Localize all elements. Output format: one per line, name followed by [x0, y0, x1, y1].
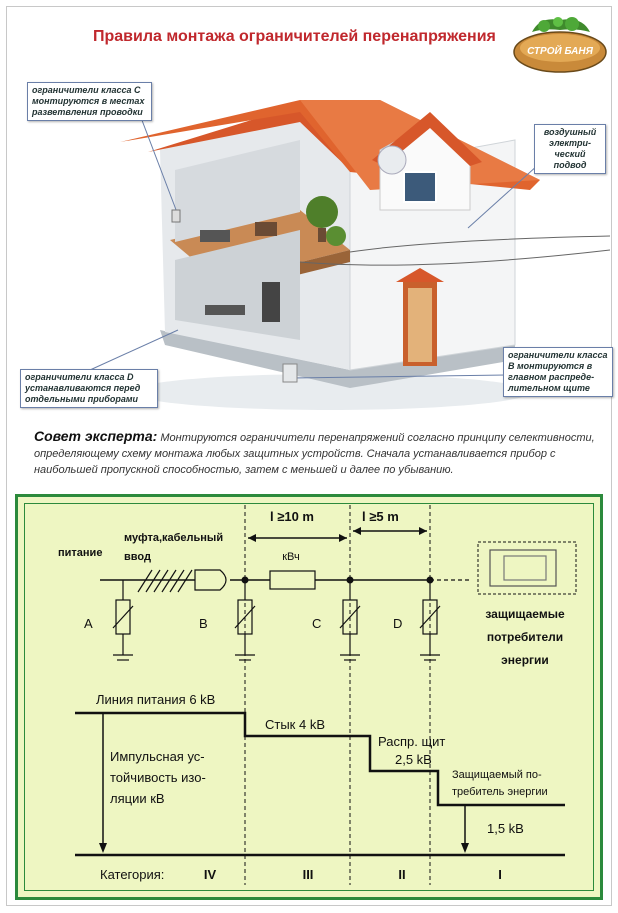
distance-2-label: l ≥5 m	[362, 509, 399, 524]
expert-advice: Совет эксперта: Монтируются ограничители…	[34, 428, 600, 478]
advice-heading: Совет эксперта:	[34, 428, 158, 444]
consumer-label-3: энергии	[501, 653, 549, 667]
point-a: A	[84, 616, 93, 631]
consumer-label-2: потребители	[487, 630, 563, 644]
house-illustration	[89, 100, 611, 410]
consumer-level-2: требитель энергии	[452, 786, 548, 798]
panel-label-1: Распр. щит	[378, 734, 445, 749]
advice-text: Монтируются ограничители перенапряжений …	[34, 432, 595, 476]
consumer-level-3: 1,5 kВ	[487, 821, 524, 836]
page-title: Правила монтажа ограничителей перенапряж…	[93, 28, 496, 45]
logo-text: СТРОЙ БАНЯ	[527, 44, 594, 57]
point-b: B	[199, 616, 208, 631]
point-c: C	[312, 616, 321, 631]
point-d: D	[393, 616, 402, 631]
cable-label-1: муфта,кабельный	[124, 532, 223, 544]
category-label: Категория:	[100, 867, 164, 882]
impulse-label-3: ляции кВ	[110, 791, 165, 806]
callout-overhead: воздушный электри-ческий подвод	[534, 124, 606, 174]
category-ii: II	[398, 867, 405, 882]
callout-class-b: ограничители класса В монтируются в глав…	[503, 347, 613, 397]
consumer-level-1: Защищаемый по-	[452, 769, 542, 781]
power-label: питание	[58, 547, 102, 559]
distance-1-label: l ≥10 m	[270, 509, 314, 524]
consumer-label-1: защищаемые	[485, 607, 565, 621]
line-voltage-label: Линия питания 6 kВ	[96, 692, 215, 707]
cable-label-2: ввод	[124, 551, 151, 563]
choke-label: кВч	[282, 551, 300, 563]
category-iii: III	[303, 867, 314, 882]
category-iv: IV	[204, 867, 217, 882]
joint-voltage-label: Стык 4 kВ	[265, 717, 325, 732]
scheme-panel	[15, 494, 603, 900]
callout-class-c: ограничители класса С монтируются в мест…	[27, 82, 152, 121]
impulse-label-2: тойчивость изо-	[110, 770, 206, 785]
impulse-label-1: Импульсная ус-	[110, 749, 205, 764]
category-i: I	[498, 867, 502, 882]
logo: СТРОЙ БАНЯ	[513, 17, 607, 73]
scheme-panel-inner	[24, 503, 594, 891]
callout-class-d: ограничители класса D устанавливаются пе…	[20, 369, 158, 408]
panel-label-2: 2,5 kВ	[395, 752, 432, 767]
